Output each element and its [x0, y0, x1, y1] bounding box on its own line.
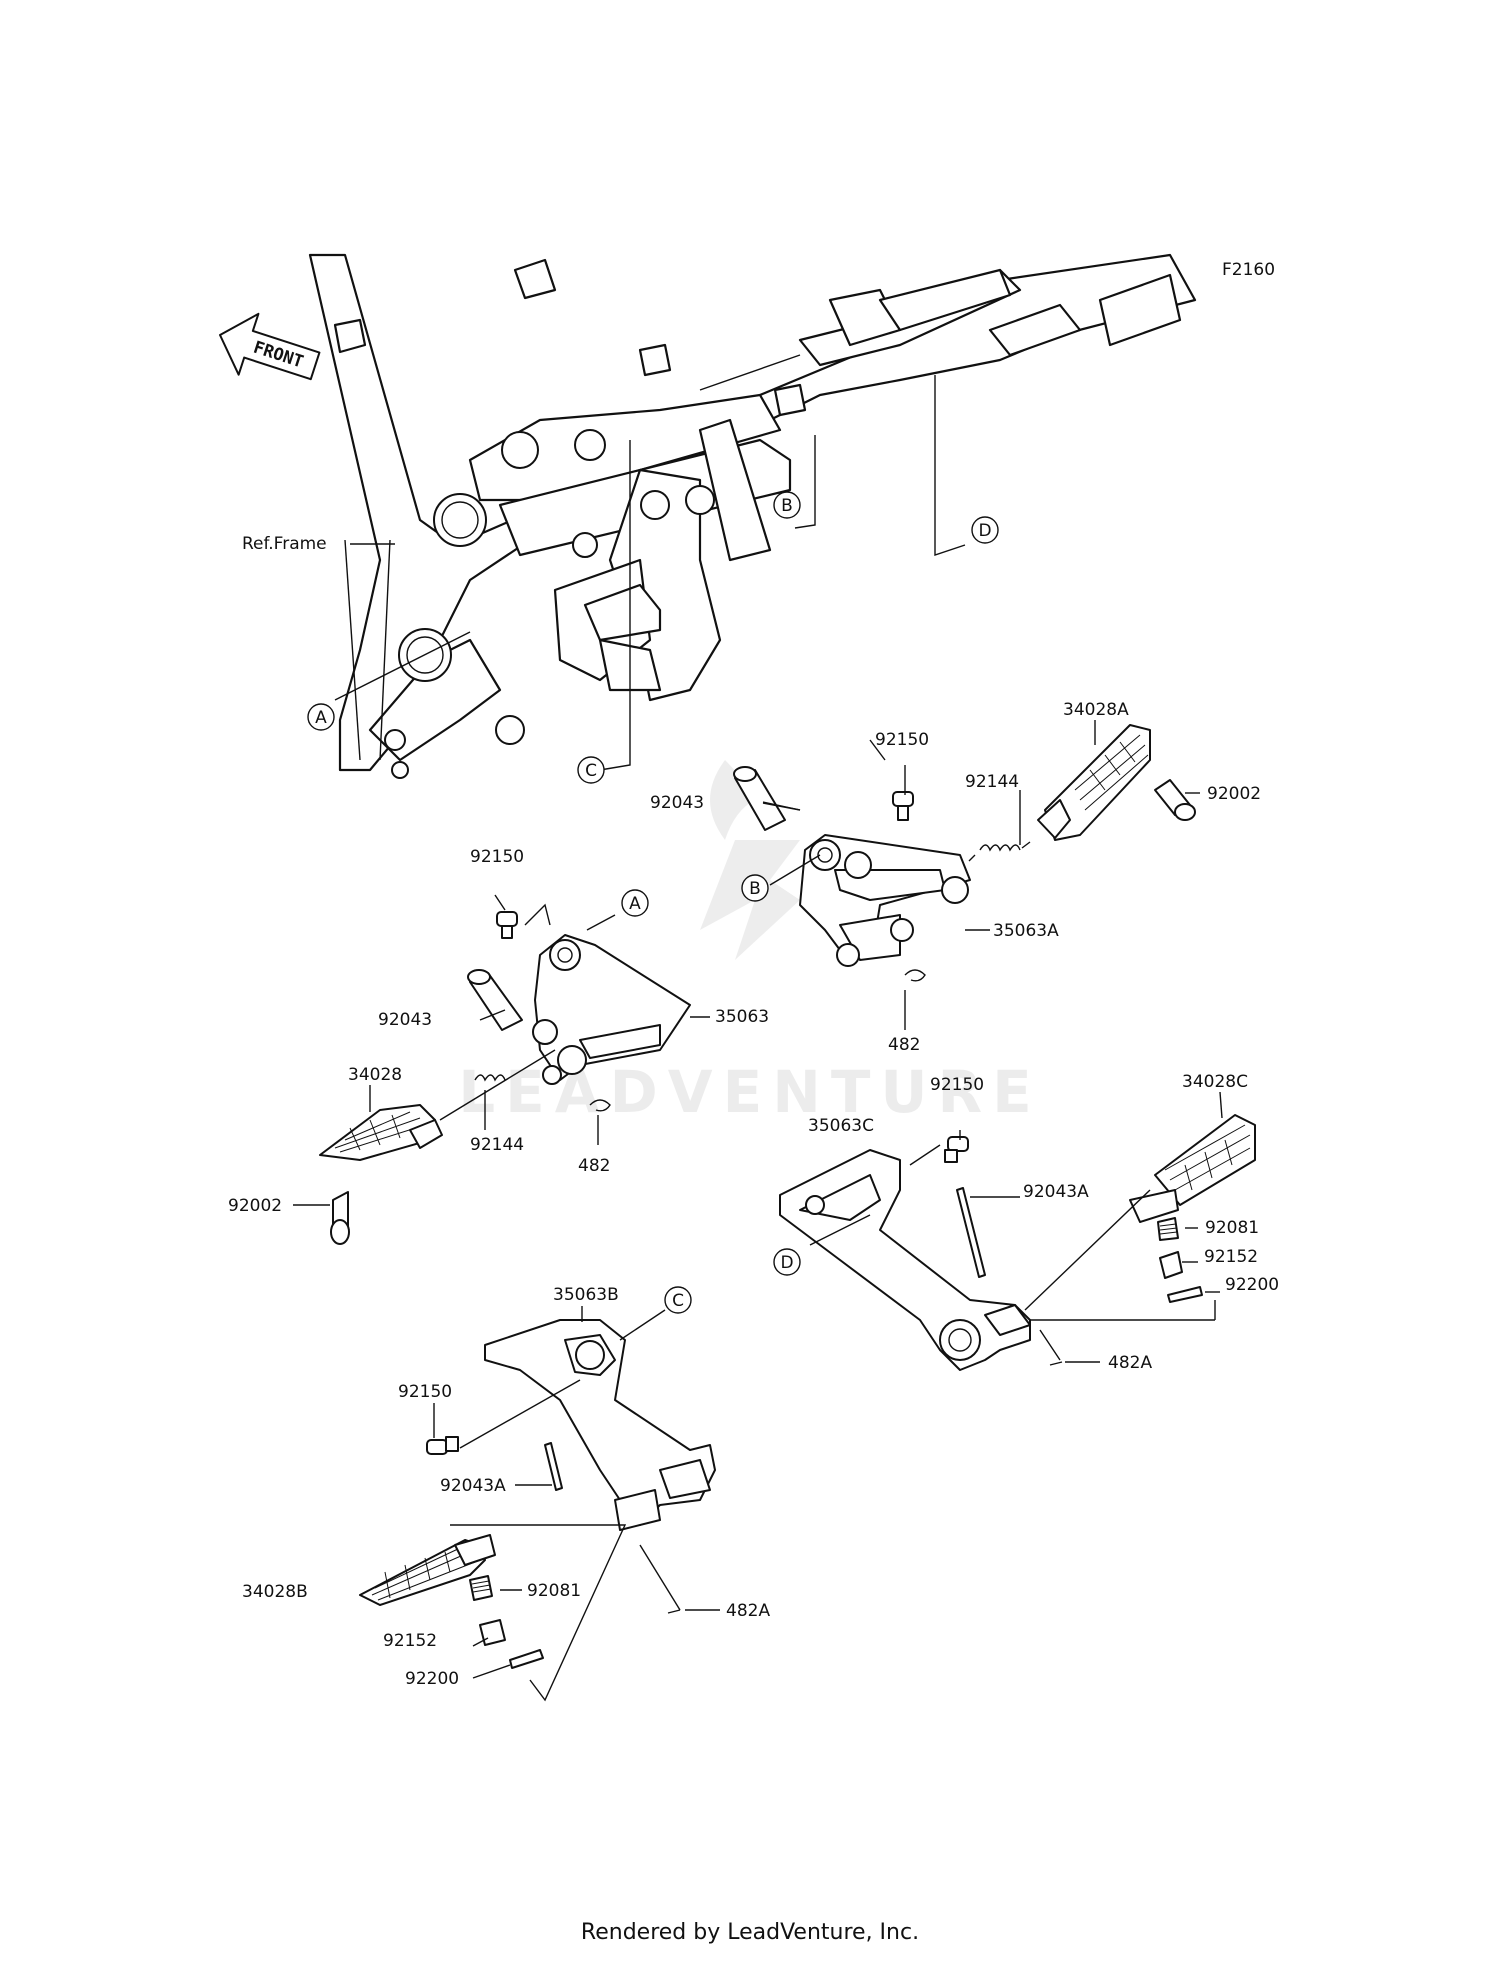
label-92043A-rear-left: 92043A	[440, 1476, 506, 1496]
label-92002-right: 92002	[1207, 784, 1261, 804]
pin-92002-right	[1154, 779, 1196, 821]
spring-92081-rear-right	[1157, 1217, 1179, 1241]
callout-a-frame: A	[307, 703, 335, 731]
bracket-35063A	[799, 834, 971, 967]
bolt-92150-right	[892, 791, 914, 821]
front-arrow-icon: FRONT	[219, 312, 321, 381]
label-34028C: 34028C	[1182, 1072, 1248, 1092]
callout-a-part: A	[621, 889, 649, 917]
callout-d-frame: D	[971, 516, 999, 544]
label-92200-rear-right: 92200	[1225, 1275, 1279, 1295]
label-35063A: 35063A	[993, 921, 1059, 941]
label-92144-right: 92144	[965, 772, 1019, 792]
label-92152-rear-right: 92152	[1204, 1247, 1258, 1267]
label-92150-rear-right: 92150	[930, 1075, 984, 1095]
spring-92081-rear-left	[469, 1575, 493, 1601]
diagram-code: F2160	[1222, 260, 1275, 280]
pin-482A-rear-right	[1049, 1361, 1063, 1366]
label-92152-rear-left: 92152	[383, 1631, 437, 1651]
svg-text:D: D	[780, 1253, 793, 1273]
pin-92043A-rear-right	[956, 1187, 986, 1278]
label-35063B: 35063B	[553, 1285, 619, 1305]
clip-482-left	[589, 1099, 611, 1112]
label-482-left: 482	[578, 1156, 610, 1176]
footer-credit: Rendered by LeadVenture, Inc.	[580, 1920, 920, 1945]
label-92150-right: 92150	[875, 730, 929, 750]
ball-92152-rear-left	[479, 1619, 506, 1646]
label-92043-right: 92043	[650, 793, 704, 813]
bolt-92150-rear-right	[944, 1136, 969, 1163]
callout-b-frame: B	[773, 491, 801, 519]
footpeg-34028A	[1037, 724, 1151, 841]
bracket-35063	[532, 934, 691, 1085]
label-34028B: 34028B	[242, 1582, 308, 1602]
pin-92043-left	[467, 969, 523, 1031]
svg-text:B: B	[749, 879, 761, 899]
label-92200-rear-left: 92200	[405, 1669, 459, 1689]
label-34028: 34028	[348, 1065, 402, 1085]
svg-text:A: A	[629, 894, 641, 914]
label-92150-rear-left: 92150	[398, 1382, 452, 1402]
ref-frame-label: Ref.Frame	[242, 534, 327, 554]
pin-92043-right	[733, 766, 786, 831]
svg-text:C: C	[672, 1291, 684, 1311]
bolt-92150-left	[496, 911, 518, 939]
spring-92144-right	[968, 841, 1031, 862]
label-92002-left: 92002	[228, 1196, 282, 1216]
clip-482-right	[904, 969, 926, 982]
callout-d-part: D	[773, 1248, 801, 1276]
label-92043-left: 92043	[378, 1010, 432, 1030]
callout-c-frame: C	[577, 756, 605, 784]
pin-482A-rear-left	[667, 1609, 681, 1614]
pin-92043A-rear-left	[544, 1442, 563, 1491]
label-35063C: 35063C	[808, 1116, 874, 1136]
washer-92200-rear-right	[1167, 1286, 1203, 1303]
svg-text:C: C	[585, 761, 597, 781]
callout-c-part: C	[664, 1286, 692, 1314]
label-92081-rear-left: 92081	[527, 1581, 581, 1601]
footpeg-34028C	[1129, 1114, 1256, 1223]
bracket-35063B	[484, 1319, 716, 1531]
label-34028A: 34028A	[1063, 700, 1129, 720]
label-35063: 35063	[715, 1007, 769, 1027]
label-482A-rear-right: 482A	[1108, 1353, 1152, 1373]
bracket-35063C	[779, 1149, 1031, 1371]
pin-92002-left	[330, 1191, 350, 1245]
label-92150-left: 92150	[470, 847, 524, 867]
label-92043A-rear-right: 92043A	[1023, 1182, 1089, 1202]
label-92144-left: 92144	[470, 1135, 524, 1155]
washer-92200-rear-left	[509, 1649, 544, 1669]
svg-text:D: D	[978, 521, 991, 541]
svg-text:A: A	[315, 708, 327, 728]
footpeg-34028B	[359, 1534, 496, 1606]
callout-b-part: B	[741, 874, 769, 902]
svg-text:B: B	[781, 496, 793, 516]
footpeg-34028	[319, 1104, 443, 1161]
frame-assembly	[308, 253, 1197, 779]
spring-92144-left	[474, 1074, 506, 1082]
label-92081-rear-right: 92081	[1205, 1218, 1259, 1238]
bolt-92150-rear-left	[426, 1436, 459, 1455]
ball-92152-rear-right	[1159, 1251, 1183, 1279]
label-482A-rear-left: 482A	[726, 1601, 770, 1621]
label-482-right: 482	[888, 1035, 920, 1055]
